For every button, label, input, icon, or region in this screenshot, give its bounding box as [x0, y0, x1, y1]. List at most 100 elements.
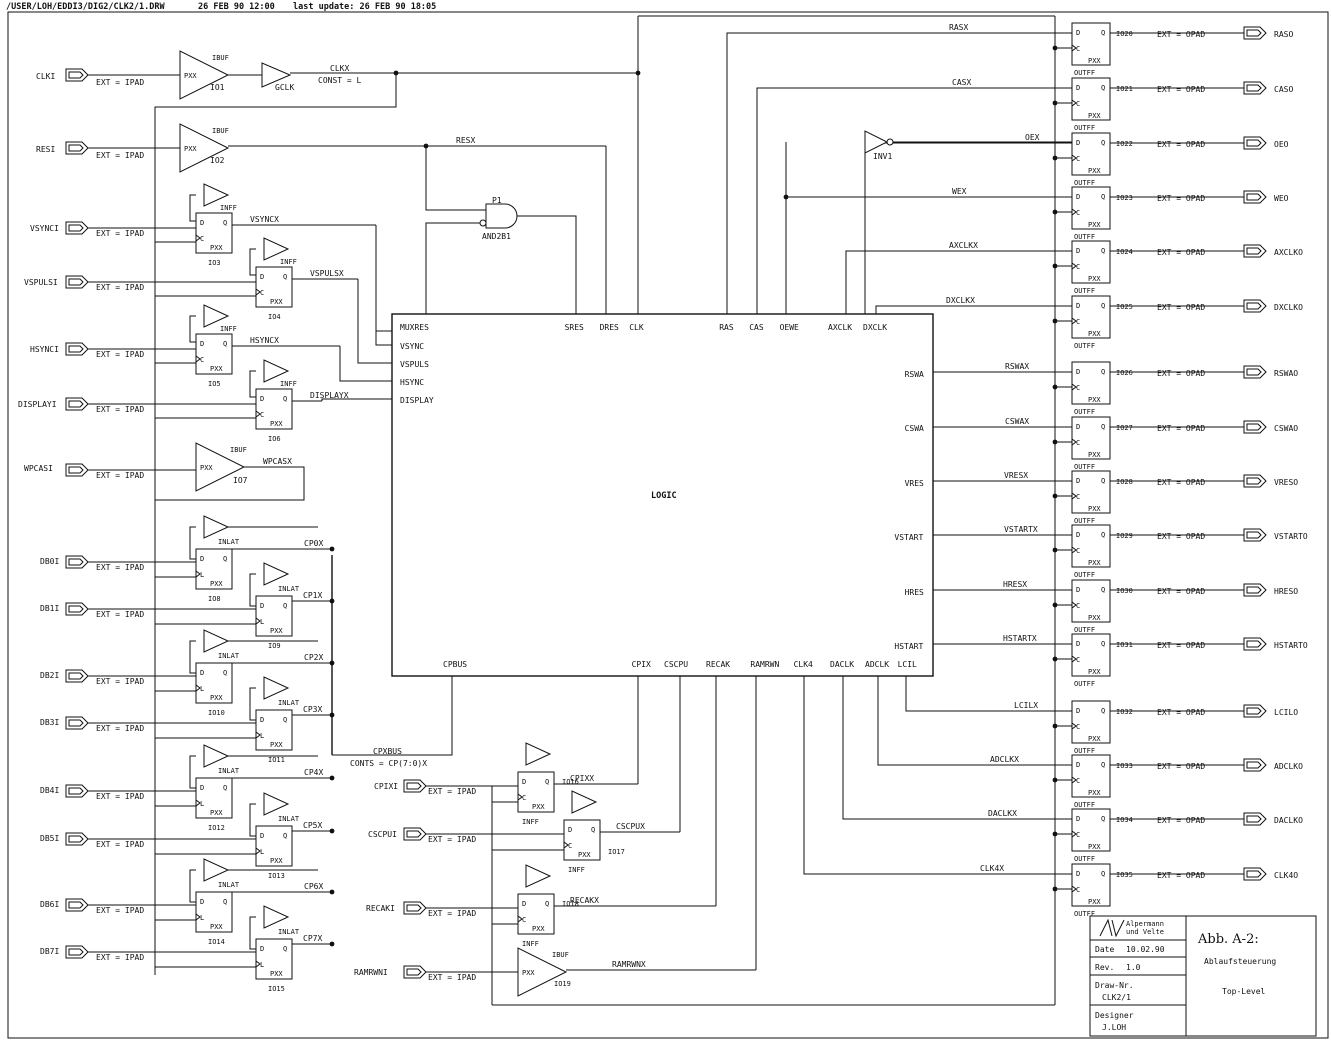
output-pad-inner	[1246, 193, 1262, 201]
ff-clk-pin: C	[260, 289, 264, 297]
data-buffer-icon	[203, 515, 230, 539]
ff-q-pin: Q	[1101, 247, 1105, 255]
wpcas-inst: IO7	[233, 476, 248, 485]
ff-d-pin: D	[260, 395, 264, 403]
ff-d-pin: D	[1076, 870, 1080, 878]
junction-dot	[1052, 723, 1058, 729]
outff-label: OUTFF	[1074, 680, 1095, 688]
clk-net-label: CLKX	[330, 64, 349, 73]
clk-ibuf-icon	[179, 50, 230, 100]
ff-clk-pin: C	[1076, 547, 1080, 555]
output-inst-label: IO23	[1116, 194, 1133, 202]
output-inst-label: IO26	[1116, 369, 1133, 377]
input-pad-inner	[68, 719, 84, 727]
input-pad-inner	[68, 948, 84, 956]
data-latch	[255, 595, 293, 637]
logic-bottom-pin: RAMRWN	[750, 660, 779, 669]
header-last-update: last update: 26 FEB 90 18:05	[293, 2, 436, 12]
wire	[905, 676, 1072, 712]
output-inst-label: IO35	[1116, 871, 1133, 879]
drawing-subtitle: Ablaufsteuerung	[1204, 957, 1276, 966]
output-flipflop	[1071, 524, 1111, 568]
ff-pxx: PXX	[270, 970, 283, 978]
ff-d-pin: D	[1076, 193, 1080, 201]
outff-label: OUTFF	[1074, 124, 1095, 132]
logic-bottom-pin: ADCLK	[865, 660, 889, 669]
input-pad-inner	[68, 144, 84, 152]
inff-label: INFF	[280, 380, 297, 388]
junction-dot	[1052, 263, 1058, 269]
ff-d-pin: D	[522, 900, 526, 908]
data-inst-label: IO8	[208, 595, 221, 603]
logic-left-pin: MUXRES	[400, 323, 429, 332]
output-pin: CASO	[1274, 85, 1293, 94]
data-input-pin: DB1I	[40, 604, 59, 613]
ext-ipad-label: EXT = IPAD	[96, 792, 144, 801]
sync-input-pin: VSYNCI	[30, 224, 59, 233]
ff-pxx: PXX	[270, 741, 283, 749]
output-inst-label: IO25	[1116, 303, 1133, 311]
output-pad-inner	[1246, 29, 1262, 37]
ext-ipad-label: EXT = IPAD	[96, 229, 144, 238]
bottom-net-label: RAMRWNX	[612, 960, 646, 969]
ibuf-label: IBUF	[230, 446, 247, 454]
ext-opad-label: EXT = OPAD	[1157, 641, 1205, 650]
wpcas-net: WPCASX	[263, 457, 292, 466]
ff-q-pin: Q	[1101, 84, 1105, 92]
ff-pxx: PXX	[270, 627, 283, 635]
designer-label: Designer	[1095, 1011, 1134, 1020]
ff-pxx: PXX	[1088, 221, 1101, 229]
res-net-label: RESX	[456, 136, 475, 145]
output-pin: VRESO	[1274, 478, 1298, 487]
wire	[357, 279, 392, 364]
logic-top-pin: DXCLK	[863, 323, 887, 332]
clock-edge-icon	[1071, 208, 1077, 216]
wire	[155, 466, 305, 501]
logic-top-pin: OEWE	[780, 323, 799, 332]
output-flipflop	[1071, 700, 1111, 744]
inlat-label: INLAT	[218, 767, 240, 775]
logic-bottom-pin: CPIX	[632, 660, 651, 669]
ff-clk-pin: L	[200, 800, 204, 808]
data-net-label: CP7X	[303, 934, 322, 943]
clk-buffer-inst: IO1	[210, 83, 225, 92]
junction-dot	[1052, 384, 1058, 390]
output-flipflop	[1071, 579, 1111, 623]
ff-pxx: PXX	[270, 298, 283, 306]
wire	[189, 315, 196, 343]
ff-pxx: PXX	[270, 420, 283, 428]
clock-edge-icon	[517, 793, 523, 801]
inlat-label: INLAT	[278, 699, 300, 707]
data-inst-label: IO13	[268, 872, 285, 880]
output-inst-label: IO34	[1116, 816, 1133, 824]
output-pin: HSTARTO	[1274, 641, 1308, 650]
input-pad-inner	[68, 835, 84, 843]
ff-pxx: PXX	[532, 925, 545, 933]
junction-dot	[1052, 886, 1058, 892]
ext-ipad-label: EXT = IPAD	[96, 610, 144, 619]
output-net-label: CASX	[952, 78, 971, 87]
clock-edge-icon	[517, 915, 523, 923]
output-inst-label: IO21	[1116, 85, 1133, 93]
and-invert-bubble	[479, 219, 487, 227]
ext-ipad-label: EXT = IPAD	[96, 350, 144, 359]
ext-ipad-label: EXT = IPAD	[96, 78, 144, 87]
inff-label: INFF	[280, 258, 297, 266]
pxx-label: PXX	[522, 969, 535, 977]
ff-pxx: PXX	[210, 923, 223, 931]
output-flipflop	[1071, 240, 1111, 284]
res-input-pin: RESI	[36, 145, 55, 154]
ff-d-pin: D	[260, 716, 264, 724]
output-flipflop	[1071, 808, 1111, 852]
ff-q-pin: Q	[283, 832, 287, 840]
ff-clk-pin: C	[1076, 886, 1080, 894]
rev-value: 1.0	[1126, 963, 1141, 972]
ff-pxx: PXX	[210, 244, 223, 252]
ff-q-pin: Q	[1101, 368, 1105, 376]
output-net-label: HSTARTX	[1003, 634, 1037, 643]
wire	[189, 526, 196, 560]
header-path: /USER/LOH/EDDI3/DIG2/CLK2/1.DRW	[6, 2, 166, 12]
logic-bottom-pin: CSCPU	[664, 660, 688, 669]
output-inst-label: IO32	[1116, 708, 1133, 716]
data-inst-label: IO11	[268, 756, 285, 764]
